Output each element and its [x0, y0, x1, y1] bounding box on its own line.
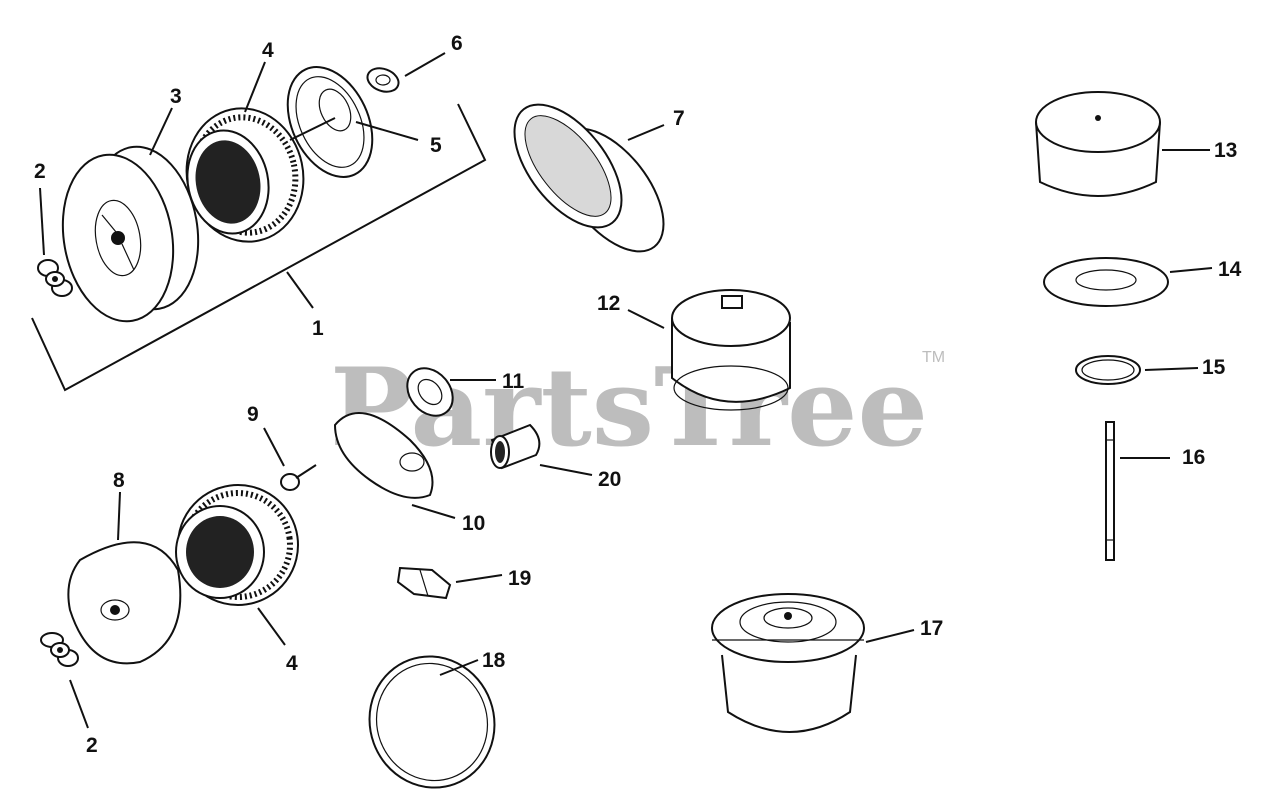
base-plate-icon — [1043, 257, 1169, 307]
wing-nut-icon — [37, 259, 73, 297]
screw-icon — [280, 464, 317, 491]
seal-ring-icon — [1075, 355, 1141, 385]
gasket-icon — [406, 367, 454, 417]
retaining-clip-icon — [366, 67, 400, 93]
callout-2-lower: 2 — [86, 734, 98, 757]
callout-5: 5 — [430, 134, 442, 157]
callout-12: 12 — [597, 292, 620, 315]
callout-19: 19 — [508, 567, 531, 590]
pleated-element-upper-icon — [185, 107, 305, 243]
cover-assembly-icon — [1035, 91, 1161, 197]
latch-clip-icon — [396, 566, 452, 600]
callout-14: 14 — [1218, 258, 1242, 281]
breather-tube-icon — [490, 423, 541, 470]
large-gasket-icon — [368, 655, 496, 789]
callout-15: 15 — [1202, 356, 1226, 379]
callout-8: 8 — [113, 469, 125, 492]
callout-18: 18 — [482, 649, 506, 672]
callout-2-upper: 2 — [34, 160, 46, 183]
callout-3: 3 — [170, 85, 182, 108]
callout-17: 17 — [920, 617, 943, 640]
callout-10: 10 — [462, 512, 485, 535]
air-cleaner-cover-icon — [61, 145, 200, 323]
callout-6: 6 — [451, 32, 463, 55]
callout-9: 9 — [247, 403, 259, 426]
canister-element-icon — [671, 289, 791, 411]
callout-20: 20 — [598, 468, 621, 491]
dual-element-canister-icon — [711, 593, 865, 733]
callout-16: 16 — [1182, 446, 1205, 469]
watermark-trademark: TM — [922, 349, 945, 366]
oval-cover-icon — [67, 541, 182, 665]
assembly-bracket-icon — [31, 103, 487, 392]
callout-1: 1 — [312, 317, 324, 340]
stud-icon — [1105, 421, 1115, 561]
oval-base-icon — [333, 412, 434, 499]
foam-precleaner-icon — [513, 103, 665, 253]
callout-4-upper: 4 — [262, 39, 274, 62]
element-base-icon — [286, 66, 374, 178]
pleated-element-lower-icon — [175, 484, 299, 606]
callout-7: 7 — [673, 107, 685, 130]
wing-nut-icon — [40, 632, 79, 667]
callout-13: 13 — [1214, 139, 1237, 162]
callout-11: 11 — [502, 370, 525, 393]
callout-4-lower: 4 — [286, 652, 298, 675]
